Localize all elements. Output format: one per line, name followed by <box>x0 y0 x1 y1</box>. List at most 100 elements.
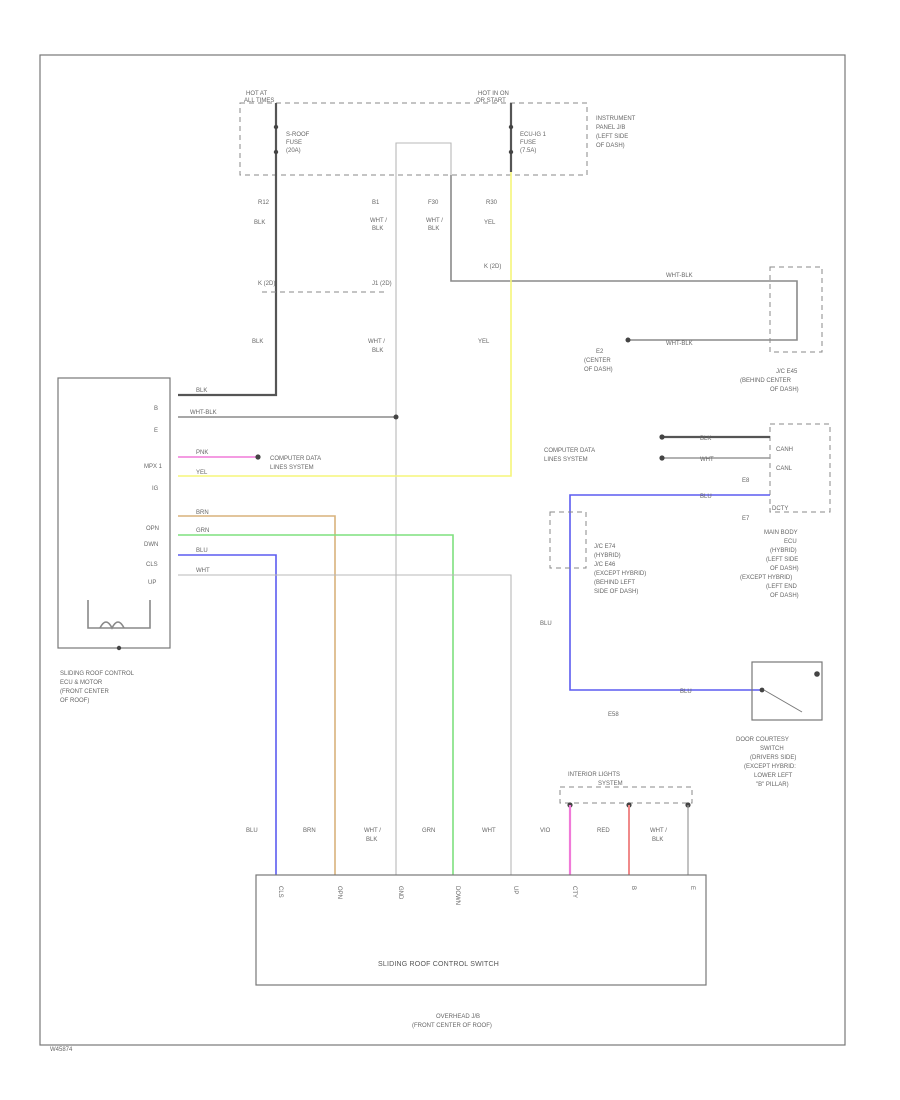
wire-yel-2: YEL <box>478 339 490 345</box>
sw-w-whtblk-b: BLK <box>366 837 377 843</box>
mb-e8: E8 <box>742 478 750 484</box>
jc-e45-label-2: (BEHIND CENTER <box>740 378 792 384</box>
wht-up-wire <box>178 574 512 875</box>
jc-e74-box <box>549 511 587 569</box>
sw-pin-cty: CTY <box>571 886 577 898</box>
mpx-terminal <box>255 454 261 460</box>
ohjb-label-2: (FRONT CENTER OF ROOF) <box>412 1023 492 1029</box>
blu-cls-wire <box>178 554 277 875</box>
wire-whtblk-1: WHT / <box>370 218 387 224</box>
fuse1-name: S-ROOF <box>286 132 310 138</box>
main-body-ecu-box <box>769 423 831 513</box>
fuse1-pin-top <box>273 124 279 130</box>
mb-label-6: (EXCEPT HYBRID) <box>740 575 792 581</box>
mb-e7: E7 <box>742 516 750 522</box>
sw-w-whtblk2: WHT / <box>650 828 667 834</box>
ground-splice <box>393 414 399 420</box>
e2-ground-point <box>625 337 631 343</box>
jc-e45-internal <box>770 280 798 341</box>
grn-down-wire <box>178 534 454 875</box>
blk-power-wire <box>178 172 278 397</box>
wire-whtblk-e2: WHT-BLK <box>666 341 693 347</box>
jc2-label-6: SIDE OF DASH) <box>594 589 638 595</box>
dc-label-4: (EXCEPT HYBRID: <box>744 764 796 770</box>
ipjb-label-2: PANEL J/B <box>596 125 625 131</box>
instrument-panel-jb-box <box>239 102 588 176</box>
mb-w-blk: BLK <box>700 436 711 442</box>
fuse2-pin-bottom <box>508 149 514 155</box>
dc-switch-contact <box>763 689 803 713</box>
mb-pin-canh: CANH <box>776 447 793 453</box>
diagram-frame <box>39 54 846 1046</box>
sliding-roof-switch-box <box>255 874 707 986</box>
mb-pin-canl: CANL <box>776 466 793 472</box>
wire-whtblk-3: WHT / <box>368 339 385 345</box>
hot-left-label-1: HOT AT <box>246 91 267 97</box>
il-label-1: INTERIOR LIGHTS <box>568 772 620 778</box>
jc2-label-3: J/C E46 <box>594 562 616 568</box>
mb-w-wht: WHT <box>700 457 714 463</box>
pin-f30: F30 <box>428 200 439 206</box>
fuse2-amp: (7.5A) <box>520 148 536 154</box>
ecu-label-1: SLIDING ROOF CONTROL <box>60 671 135 677</box>
cdls-label-1: COMPUTER DATA <box>270 456 321 462</box>
ecu-pin-ig: IG <box>152 486 159 492</box>
sw-pin-up: UP <box>512 886 518 894</box>
mb-label-8: OF DASH) <box>770 593 799 599</box>
conn-k-label-2: K (2D) <box>484 264 501 270</box>
ecu-w-yel: YEL <box>196 470 208 476</box>
ecu-label-2: ECU & MOTOR <box>60 680 103 686</box>
dc-label-2: SWITCH <box>760 746 784 752</box>
sw-w-brn: BRN <box>303 828 316 834</box>
sw-w-wht: WHT <box>482 828 496 834</box>
ipjb-label-1: INSTRUMENT <box>596 116 636 122</box>
jc-e45-box <box>769 266 823 353</box>
jc2-label-4: (EXCEPT HYBRID) <box>594 571 646 577</box>
fuse1-pin-bottom <box>273 149 279 155</box>
e2-label-2: (CENTER <box>584 358 611 364</box>
ipjb-label-4: OF DASH) <box>596 143 625 149</box>
mb-pin-dcty: DCTY <box>772 506 788 512</box>
mb-label-1: MAIN BODY <box>764 530 798 536</box>
ohjb-label-1: OVERHEAD J/B <box>436 1014 480 1020</box>
dc-switch-ground <box>814 671 820 677</box>
jc-e45-label-3: OF DASH) <box>770 387 799 393</box>
wire-whtblk-3b: BLK <box>372 348 383 354</box>
hot-right-label-2: OR START <box>476 98 506 104</box>
motor-coil <box>99 621 125 630</box>
fuse2-fuse: FUSE <box>520 140 536 146</box>
dc-label-3: (DRIVERS SIDE) <box>750 755 796 761</box>
wire-whtblk-top: WHT-BLK <box>666 273 693 279</box>
e2-label-1: E2 <box>596 349 604 355</box>
mb-w-blu: BLU <box>700 494 712 500</box>
il-label-2: SYSTEM <box>598 781 623 787</box>
fuse1-amp: (20A) <box>286 148 301 154</box>
motor-pin <box>116 645 122 651</box>
sw-w-red: RED <box>597 828 610 834</box>
pin-r12: R12 <box>258 200 270 206</box>
ipjb-label-3: (LEFT SIDE <box>596 134 628 140</box>
dc-switch-pin <box>759 687 765 693</box>
sw-w-blu: BLU <box>246 828 258 834</box>
hot-right-label-1: HOT IN ON <box>478 91 509 97</box>
can-h-terminal <box>659 434 665 440</box>
ecu-w-pnk: PNK <box>196 450 208 456</box>
ecu-pin-cls: CLS <box>146 562 158 568</box>
switch-name: SLIDING ROOF CONTROL SWITCH <box>378 961 499 968</box>
jc-e45-label-1: J/C E45 <box>776 369 798 375</box>
mb-label-7: (LEFT END <box>766 584 798 590</box>
sliding-roof-ecu-box <box>57 377 171 649</box>
pin-b1: B1 <box>372 200 380 206</box>
yel-ig-wire <box>178 172 512 477</box>
ecu-pin-opn: OPN <box>146 526 159 532</box>
jc2-label-5: (BEHIND LEFT <box>594 580 635 586</box>
sw-pin-down: DOWN <box>454 886 460 905</box>
ecu-pin-mpx: MPX 1 <box>144 464 163 470</box>
can-l-terminal <box>659 455 665 461</box>
conn-j1-label: J1 (2D) <box>372 281 392 287</box>
sw-w-whtblk2-b: BLK <box>652 837 663 843</box>
hot-left-label-2: ALL TIMES <box>244 98 274 104</box>
sw-pin-e: E <box>689 886 695 890</box>
sw-w-grn: GRN <box>422 828 435 834</box>
